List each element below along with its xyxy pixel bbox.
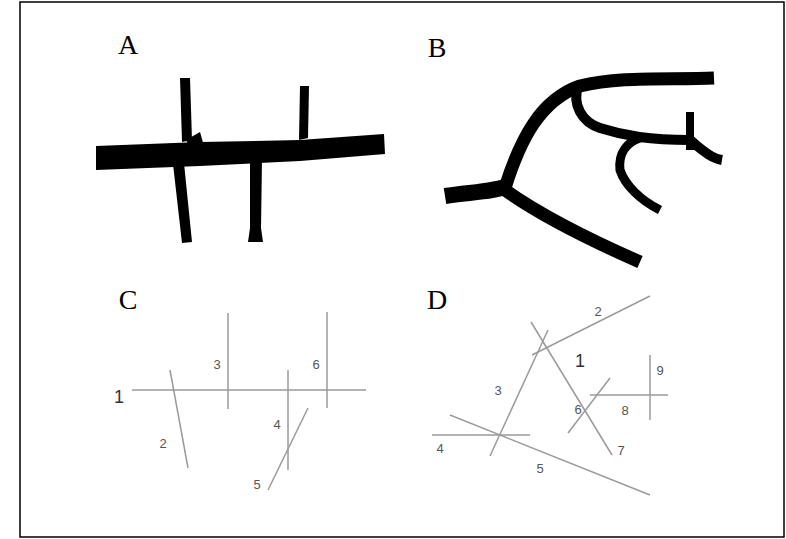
frame — [20, 2, 784, 537]
segment-number: 2 — [594, 305, 601, 318]
segment-number: 4 — [436, 442, 443, 455]
segment-number: 9 — [656, 364, 663, 377]
segment-number: 3 — [494, 384, 501, 397]
segment-number: 7 — [617, 444, 624, 457]
segment-number: 2 — [159, 437, 166, 450]
segment-number: 1 — [114, 388, 124, 406]
segment-number: 5 — [253, 478, 260, 491]
segment-number: 3 — [213, 358, 220, 371]
segment-number: 1 — [575, 352, 585, 370]
segment-number: 6 — [574, 403, 581, 416]
panel-letter: D — [427, 286, 447, 314]
segment-number: 6 — [312, 358, 319, 371]
segment-number: 4 — [273, 418, 280, 431]
panel-letter: A — [118, 31, 138, 59]
vessel-tree-b — [445, 78, 722, 262]
line-model-c — [132, 312, 366, 490]
segment-number: 5 — [536, 462, 543, 475]
panel-letter: B — [428, 34, 447, 62]
segment-number: 8 — [621, 404, 628, 417]
panel-letter: C — [119, 286, 138, 314]
line-model-d — [432, 296, 668, 495]
vessel-grid-a — [96, 78, 385, 243]
